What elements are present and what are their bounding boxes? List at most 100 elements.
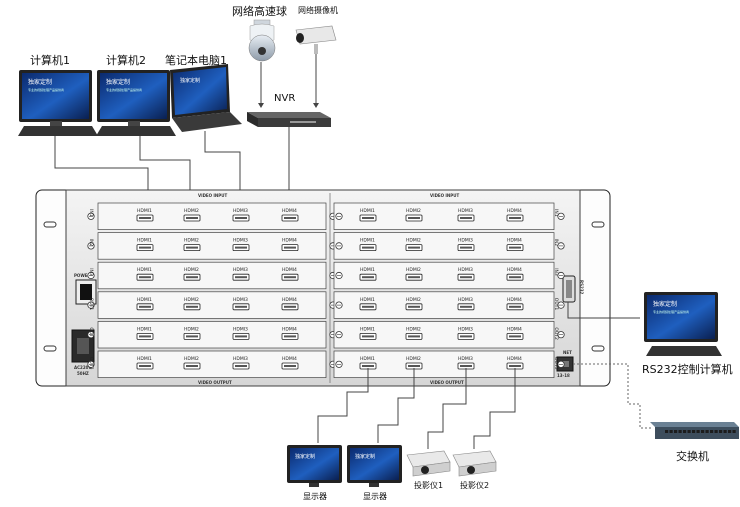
screen-title: 独家定制 (106, 78, 130, 86)
hdmi-port-pins (284, 276, 296, 279)
hdmi-port-label: HDMI4 (282, 238, 297, 244)
switch-port (714, 430, 718, 433)
screen-subtitle: 专业的视频处理产品提供商 (653, 309, 689, 314)
output-monitor-2: 独家定制 (347, 445, 402, 487)
hdmi-port-pins (509, 246, 521, 249)
switch-port (687, 430, 691, 433)
hdmi-port-label: HDMI1 (360, 208, 375, 214)
ac-label-voltage: AC220V (74, 365, 92, 370)
label-projector-1: 投影仪1 (414, 480, 443, 490)
hdmi-port-pins (139, 276, 151, 279)
hdmi-port-pins (460, 246, 472, 249)
switch-port (732, 430, 736, 433)
monitor-screen (647, 295, 715, 339)
chassis-inner (65, 189, 581, 387)
power-rocker (80, 284, 92, 300)
hdmi-port-pins (235, 217, 247, 219)
video-output-right-label: VIDEO OUTPUT (430, 380, 464, 385)
wire-computer1 (54, 136, 149, 209)
label-speed-dome: 网络高速球 (232, 4, 287, 18)
hdmi-port-label: HDMI2 (184, 208, 199, 214)
label-projector-2: 投影仪2 (460, 480, 489, 490)
label-monitor-1: 显示器 (303, 492, 327, 501)
wire-computer2 (139, 136, 191, 209)
wire-out-monitor1 (317, 368, 369, 443)
rs232-pins (566, 280, 572, 298)
hdmi-port-pins (139, 246, 151, 249)
switch-port (692, 430, 696, 433)
hdmi-port-pins (408, 276, 420, 279)
label-network-camera: 网络摄像机 (298, 5, 338, 15)
hdmi-port-label: HDMI2 (406, 326, 421, 332)
monitor-stand (369, 483, 379, 487)
switch-ports (665, 430, 736, 433)
hdmi-port-pins (362, 305, 374, 308)
hdmi-port-label: HDMI3 (458, 208, 473, 214)
switch-port (669, 430, 673, 433)
hdmi-port-pins (186, 217, 198, 219)
camera-bracket (314, 44, 318, 54)
nvr-side (247, 112, 258, 127)
hdmi-port-label: HDMI3 (458, 238, 473, 244)
hdmi-port-pins (362, 365, 374, 367)
hdmi-port-pins (235, 365, 247, 367)
hdmi-port-pins (186, 305, 198, 308)
nvr-box (247, 112, 331, 127)
switch-port (674, 430, 678, 433)
hdmi-port-label: HDMI3 (233, 356, 248, 362)
hdmi-port-pins (460, 276, 472, 279)
hdmi-port-pins (284, 246, 296, 249)
hdmi-port-pins (235, 335, 247, 338)
screen-title: 独家定制 (180, 77, 200, 84)
label-rs232-computer: RS232控制计算机 (642, 362, 733, 376)
slot-label: IN1 (553, 209, 559, 217)
hdmi-port-pins (139, 217, 151, 219)
video-input-right-label: VIDEO INPUT (430, 193, 459, 198)
monitor-stand (128, 121, 140, 126)
matrix-chassis: VIDEO INPUT VIDEO INPUT VIDEO OUTPUT VID… (35, 189, 611, 387)
dome-lens (258, 47, 266, 55)
projector-1 (406, 450, 451, 477)
laptop-screen (173, 67, 227, 115)
hdmi-port-pins (509, 335, 521, 338)
hdmi-port-label: HDMI4 (282, 356, 297, 362)
slot-label: OUT1 (553, 298, 559, 311)
monitor-screen (350, 448, 399, 480)
hdmi-port-label: HDMI1 (137, 208, 152, 214)
switch-port (678, 430, 682, 433)
net-label: NET (563, 350, 572, 355)
slot-label: OUT2 (88, 327, 94, 340)
nvr-top (247, 112, 331, 118)
ear-hole (591, 221, 605, 228)
rs232-computer: 独家定制 专业的视频处理产品提供商 (644, 292, 722, 356)
screen-title: 独家定制 (295, 453, 315, 460)
hdmi-port-pins (460, 365, 472, 367)
hdmi-port-pins (509, 217, 521, 219)
net-range-label: 13-18 (557, 373, 570, 378)
hdmi-port-pins (509, 276, 521, 279)
screen-title: 独家定制 (28, 78, 52, 86)
switch-port (665, 430, 669, 433)
switch-port (710, 430, 714, 433)
slot-label: OUT3 (88, 357, 94, 370)
output-wires (317, 368, 516, 449)
hdmi-port-label: HDMI4 (507, 208, 522, 214)
hdmi-port-label: HDMI4 (507, 238, 522, 244)
network-switch (650, 422, 739, 439)
hdmi-port-label: HDMI2 (184, 326, 199, 332)
hdmi-port-label: HDMI4 (507, 267, 522, 273)
wire-out-projector1 (427, 368, 467, 449)
label-nvr: NVR (274, 93, 295, 104)
network-camera (295, 25, 337, 54)
label-switch: 交换机 (676, 449, 709, 463)
hdmi-port-pins (235, 246, 247, 249)
net-jack (561, 361, 569, 367)
wire-network (573, 363, 652, 429)
hdmi-port-pins (408, 246, 420, 249)
hdmi-port-label: HDMI3 (233, 326, 248, 332)
switch-top (650, 422, 739, 427)
projector-lens (467, 466, 475, 474)
hdmi-port-pins (186, 246, 198, 249)
hdmi-port-label: HDMI2 (184, 297, 199, 303)
slot-label: OUT3 (553, 357, 559, 370)
